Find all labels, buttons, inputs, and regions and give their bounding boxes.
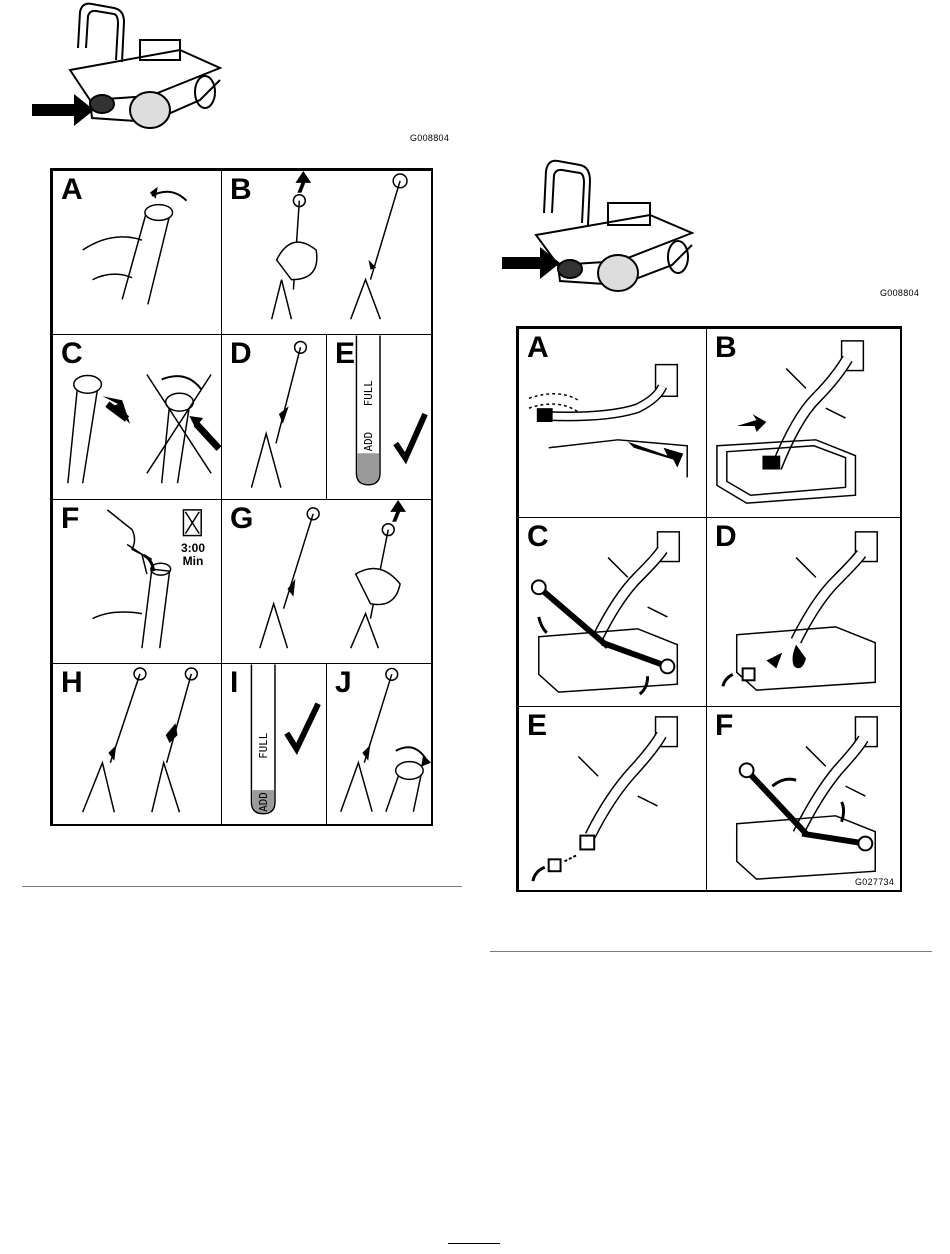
panel-d: D	[706, 517, 902, 707]
panel-f: F G027734	[706, 706, 902, 892]
panel-h: H	[52, 663, 222, 826]
figure-code: G008804	[410, 133, 449, 143]
panel-b: B	[221, 170, 433, 335]
figure-code: G027734	[855, 877, 894, 887]
tighten-fittings-illustration	[707, 707, 901, 891]
dipstick-procedure-grid: A B C	[50, 168, 433, 826]
loosen-fittings-illustration	[519, 518, 706, 706]
panel-c: C	[518, 517, 707, 707]
level-ok-illustration: ADD FULL	[222, 664, 326, 825]
gauge-add-label: ADD	[362, 432, 375, 451]
add-oil-illustration	[53, 500, 221, 663]
panel-e: E	[518, 706, 707, 892]
mower-illustration	[30, 0, 230, 140]
check-dipstick-illustration	[222, 335, 326, 499]
hydraulic-filter-procedure-grid: A B C	[516, 326, 902, 892]
mower-illustration	[500, 155, 710, 305]
tighten-cap-illustration	[327, 664, 432, 825]
panel-b: B	[706, 328, 902, 518]
left-divider	[22, 886, 462, 887]
figure-code: G008804	[880, 288, 919, 298]
panel-g: G	[221, 499, 433, 664]
left-mower-figure: G008804	[30, 0, 230, 140]
gauge-full-label: FULL	[257, 733, 270, 759]
right-mower-figure: G008804	[500, 155, 710, 305]
panel-f: F 3:00 Min	[52, 499, 222, 664]
panel-e: E ADD FULL	[326, 334, 433, 500]
panel-i: I ADD FULL	[221, 663, 327, 826]
gauge-full-label: FULL	[362, 380, 375, 406]
panel-d: D	[221, 334, 327, 500]
timer-label: 3:00 Min	[175, 542, 211, 568]
panel-a: A	[518, 328, 707, 518]
install-filter-illustration	[519, 707, 706, 891]
insert-cap-illustration	[53, 335, 221, 499]
remove-cap-illustration	[53, 171, 221, 334]
hose-filter-illustration	[519, 329, 706, 517]
right-divider	[490, 951, 932, 952]
panel-a: A	[52, 170, 222, 335]
wipe-dipstick-illustration	[222, 171, 432, 334]
insert-remove-illustration	[53, 664, 221, 825]
drain-pan-illustration	[707, 329, 901, 517]
panel-c: C	[52, 334, 222, 500]
timer-unit: Min	[175, 555, 211, 568]
level-full-illustration: ADD FULL	[327, 335, 432, 499]
gauge-add-label: ADD	[257, 792, 270, 811]
reinsert-wipe-illustration	[222, 500, 432, 663]
panel-j: J	[326, 663, 433, 826]
drain-fluid-illustration	[707, 518, 901, 706]
page-number-rule	[448, 1243, 500, 1244]
